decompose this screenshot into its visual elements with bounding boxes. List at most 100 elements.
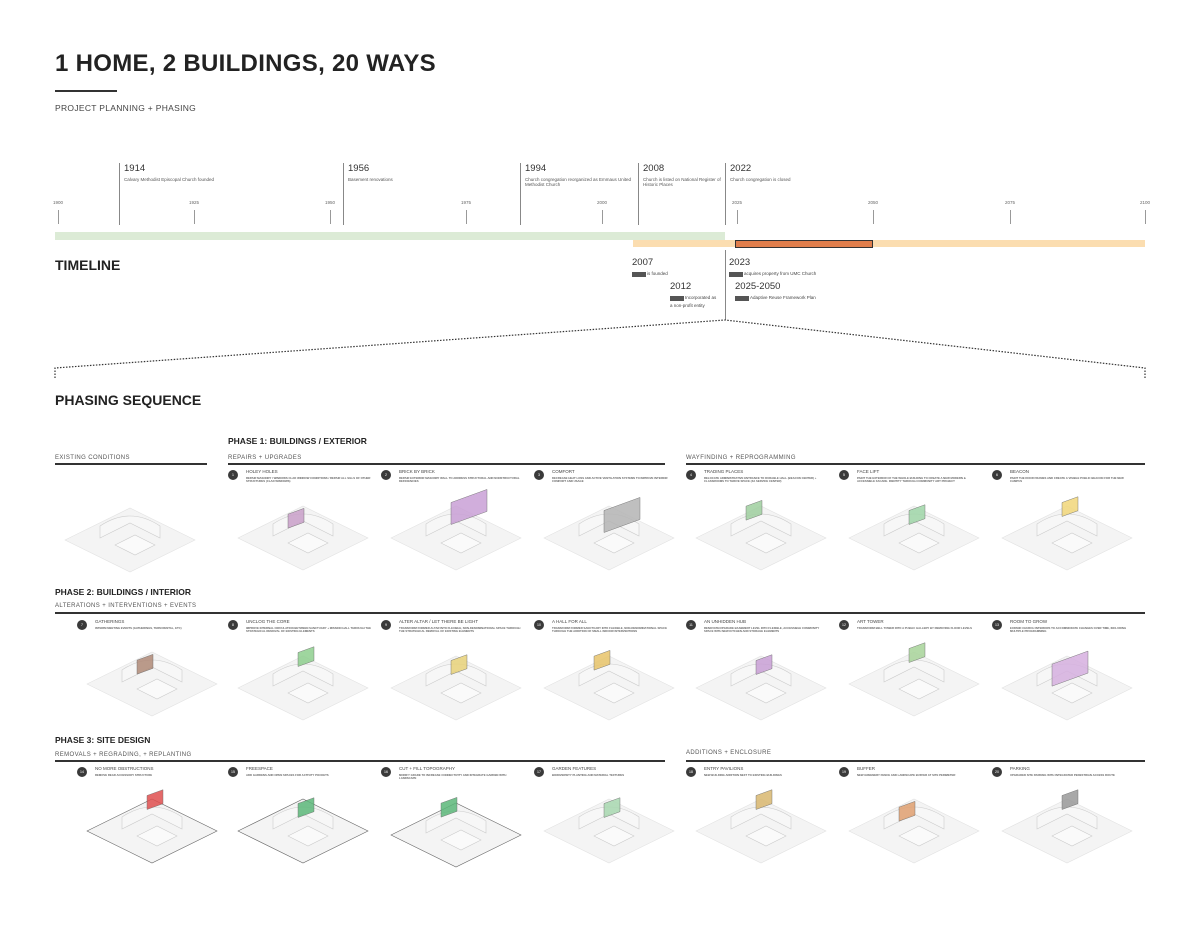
- step-number-badge: 6: [992, 470, 1002, 480]
- step-number-badge: 9: [381, 620, 391, 630]
- timeline-label: TIMELINE: [55, 257, 121, 273]
- axonometric-drawing: [1001, 650, 1133, 721]
- axis-tick-label: 1925: [188, 200, 200, 205]
- axonometric-drawing: [237, 797, 369, 864]
- card-title: ALTER ALTAR / LET THERE BE LIGHT: [399, 619, 479, 624]
- intervention-highlight: [908, 642, 926, 663]
- card-description: TRANSFORM FORMER SANCTUARY INTO FLEXIBLE…: [552, 625, 667, 634]
- building-footprint: [136, 825, 178, 847]
- axonometric-drawing: [543, 797, 675, 864]
- axis-tick: [58, 210, 59, 224]
- redacted-name: [670, 295, 684, 301]
- card-existing-conditions[interactable]: [55, 478, 203, 585]
- event-text: Adaptive Reuse Framework Plan: [750, 295, 816, 301]
- church-outline: [730, 806, 792, 830]
- step-number-badge: 19: [839, 767, 849, 777]
- card-description: TRANSFORM FORMER ALTAR INTO FLEXIBLE, NO…: [399, 625, 521, 634]
- axonometric-drawing: [848, 642, 980, 717]
- step-number-badge: 17: [534, 767, 544, 777]
- title-divider: [55, 90, 117, 92]
- step-number-badge: 4: [686, 470, 696, 480]
- intervention-highlight: [450, 654, 468, 675]
- divider: [55, 463, 207, 465]
- card-title: PARKING: [1010, 766, 1030, 771]
- axonometric-drawing: [695, 499, 827, 571]
- card-title: ENTRY PAVILIONS: [704, 766, 744, 771]
- card-title: BRICK BY BRICK: [399, 469, 435, 474]
- wayfinding-label: WAYFINDING + REPROGRAMMING: [686, 455, 796, 461]
- church-outline: [272, 663, 334, 687]
- building-footprint: [898, 532, 940, 554]
- axonometric-drawing: [1001, 789, 1133, 864]
- intervention-highlight: [908, 504, 926, 525]
- phasing-label: PHASING SEQUENCE: [55, 392, 202, 408]
- page-title: 1 HOME, 2 BUILDINGS, 20 WAYS: [55, 50, 436, 77]
- axonometric-drawing: [695, 654, 827, 721]
- axis-tick-label: 1900: [52, 200, 64, 205]
- step-number-badge: 8: [228, 620, 238, 630]
- redacted-name: [729, 271, 743, 277]
- repairs-label: REPAIRS + UPGRADES: [228, 455, 302, 461]
- building-footprint: [745, 532, 787, 554]
- event-text: Incorporated as a non-profit entity: [670, 295, 717, 308]
- building-footprint: [287, 682, 329, 704]
- axonometric-drawing: [237, 646, 369, 721]
- event-year: 2022: [730, 163, 752, 174]
- event-year: 2007: [632, 257, 654, 268]
- event-year: 2025-2050: [735, 281, 781, 292]
- divider: [686, 760, 1145, 762]
- building-footprint: [898, 678, 940, 700]
- card-title: A HALL FOR ALL: [552, 619, 587, 624]
- card-title: UNCLOG THE CORE: [246, 619, 290, 624]
- card-title: FREESPACE: [246, 766, 273, 771]
- intervention-highlight: [287, 507, 305, 529]
- building-footprint: [440, 532, 482, 554]
- axonometric-drawing: [848, 504, 980, 571]
- axis-tick-label: 2100: [1139, 200, 1151, 205]
- card-title: NO MORE OBSTRUCTIONS: [95, 766, 154, 771]
- card-description: NEW BUILDING ADDITION NEXT TO EXISTING B…: [704, 772, 782, 777]
- step-number-badge: 7: [77, 620, 87, 630]
- redacted-name: [632, 271, 646, 277]
- intervention-highlight: [1051, 650, 1089, 687]
- step-number-badge: 12: [839, 620, 849, 630]
- step-number-badge: 10: [534, 620, 544, 630]
- axis-tick: [466, 210, 467, 224]
- card-description: DECREASE HEAT LOSS AND ACTIVE VENTILATIO…: [552, 475, 668, 484]
- building-footprint: [593, 682, 635, 704]
- redacted-name: [735, 295, 749, 301]
- building-footprint: [136, 678, 178, 700]
- intervention-highlight: [1061, 496, 1079, 517]
- card-description: UPGRADED SITE PARKING WITH INTEGRATED PE…: [1010, 772, 1115, 777]
- building-footprint: [114, 534, 156, 556]
- step-number-badge: 2: [381, 470, 391, 480]
- intervention-highlight: [898, 801, 916, 822]
- axonometric-drawing: [1001, 496, 1133, 571]
- divider: [686, 463, 1145, 465]
- card-title: AN UNHIDDEN HUB: [704, 619, 747, 624]
- step-number-badge: 1: [228, 470, 238, 480]
